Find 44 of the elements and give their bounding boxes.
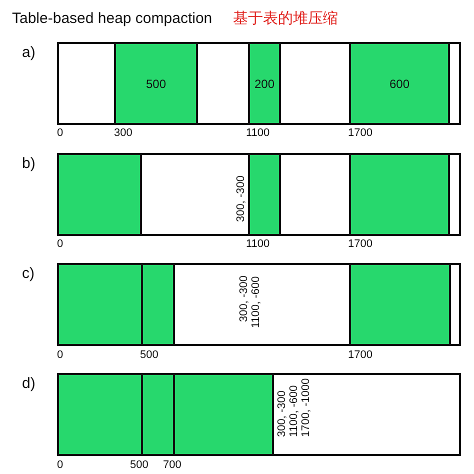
memory-block	[57, 263, 143, 346]
block-size: 200	[254, 76, 275, 90]
block-size: 600	[389, 76, 410, 90]
address-tick: 500	[140, 349, 158, 361]
title-chinese: 基于表的堆压缩	[233, 10, 338, 28]
relocation-entry: 1700, -1000	[300, 378, 312, 437]
memory-block	[114, 42, 198, 125]
address-tick: 1700	[348, 238, 372, 250]
row-letter: d)	[22, 375, 36, 393]
address-tick: 0	[57, 238, 64, 250]
memory-block	[141, 373, 175, 456]
address-tick: 1700	[348, 349, 372, 361]
memory-block	[57, 153, 142, 236]
row-letter: b)	[22, 155, 36, 173]
memory-block	[57, 373, 143, 456]
address-tick: 300	[114, 127, 132, 139]
memory-block	[349, 263, 451, 346]
relocation-entry: 300, -300	[276, 390, 288, 437]
relocation-entry: 300, -300	[235, 176, 247, 222]
memory-bar	[57, 153, 461, 236]
memory-bar	[57, 373, 461, 456]
relocation-entry: 1100, -600	[250, 276, 262, 328]
row-letter: a)	[22, 44, 36, 62]
relocation-entry: 300, -300	[238, 276, 250, 322]
memory-block	[141, 263, 175, 346]
address-tick: 0	[57, 127, 64, 139]
address-tick: 1100	[246, 127, 270, 139]
memory-block	[173, 373, 274, 456]
address-tick: 0	[57, 349, 64, 361]
memory-block	[349, 42, 450, 125]
address-tick: 1700	[348, 127, 372, 139]
memory-bar	[57, 42, 461, 125]
memory-block	[248, 153, 281, 236]
title: Table-based heap compaction	[12, 10, 212, 28]
address-tick: 0	[57, 459, 64, 471]
memory-block	[349, 153, 450, 236]
row-letter: c)	[22, 265, 34, 283]
memory-block	[248, 42, 281, 125]
address-tick: 700	[163, 459, 182, 471]
block-size: 500	[146, 76, 166, 90]
memory-bar	[57, 263, 461, 346]
address-tick: 500	[130, 459, 148, 471]
relocation-entry: 1100, -600	[288, 385, 300, 437]
address-tick: 1100	[246, 238, 270, 250]
